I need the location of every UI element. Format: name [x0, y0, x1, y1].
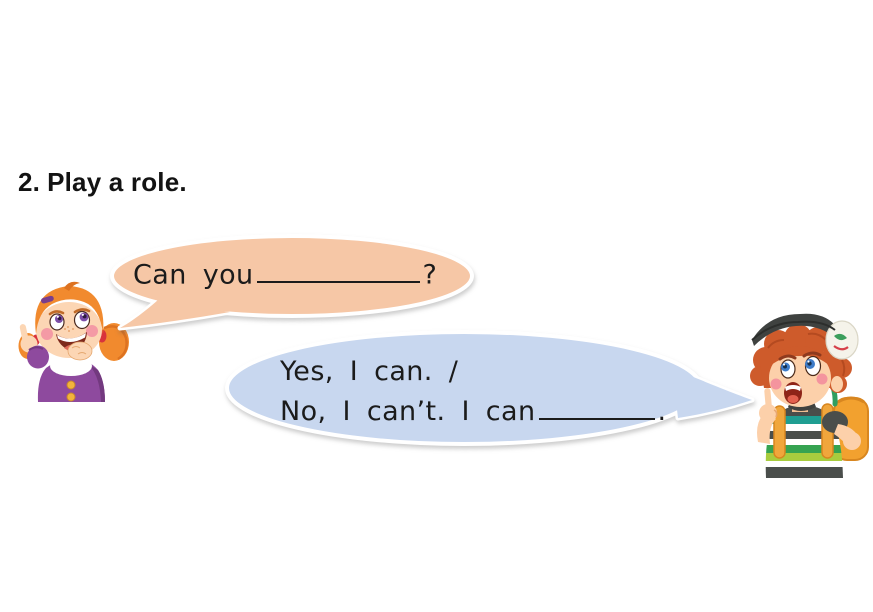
section-title: Play a role. [47, 167, 187, 197]
answer-speech-bubble [225, 330, 755, 446]
boy-pointing-finger [764, 388, 772, 411]
girl-collar [50, 356, 92, 376]
answer-line2-after-blank: . [657, 396, 667, 427]
answer-text: Yes, I can. / No, I can’t. I can. [280, 352, 667, 432]
answer-line2-before-blank: No, I can’t. I can [280, 396, 536, 427]
section-heading: 2.Play a role. [18, 167, 187, 198]
girl-hairpin [41, 295, 54, 304]
answer-line1: Yes, I can. / [280, 356, 459, 387]
boy-fist [843, 432, 861, 450]
answer-line2: No, I can’t. I can. [280, 392, 667, 432]
girl-character-illustration [18, 281, 129, 402]
question-before-blank: Can you [133, 259, 254, 291]
girl-sleeve [27, 345, 49, 369]
question-blank-line [256, 257, 420, 284]
girl-hand-on-chin [67, 341, 93, 361]
question-text: Can you? [133, 257, 437, 290]
boy-backpack-strap-left [773, 405, 786, 459]
answer-blank-line [538, 394, 655, 420]
girl-pigtail-right [99, 323, 129, 361]
section-number: 2. [18, 167, 41, 197]
boy-character-illustration [750, 313, 869, 478]
question-speech-bubble [110, 234, 474, 331]
question-after-blank: ? [422, 259, 438, 291]
boy-pointing-hand [759, 404, 777, 422]
